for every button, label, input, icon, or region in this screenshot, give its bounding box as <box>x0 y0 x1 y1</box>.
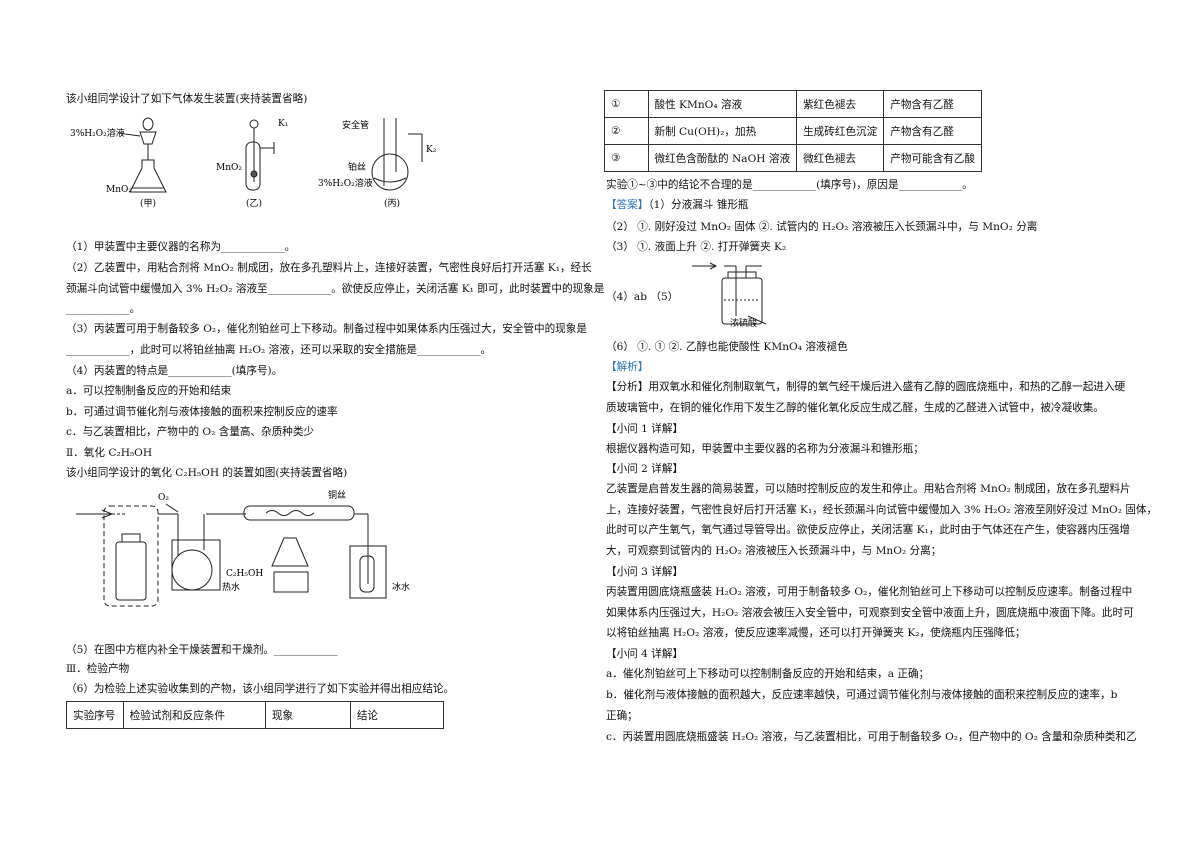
table-row: ② 新制 Cu(OH)₂，加热 生成砖红色沉淀 产物含有乙醛 <box>604 117 982 145</box>
analysis-line-1: 【分析】用双氧水和催化剂制取氧气，制得的氧气经干燥后进入盛有乙醇的圆底烧瓶中，和… <box>606 381 1126 393</box>
table-cell: 新制 Cu(OH)₂，加热 <box>647 117 798 145</box>
table-cell: 产物含有乙醛 <box>883 90 982 118</box>
table-cell: 产物可能含有乙酸 <box>883 144 982 172</box>
answer-1: （1）分液漏斗 锥形瓶 <box>648 199 749 211</box>
question-1: （1）甲装置中主要仪器的名称为____________。 <box>66 241 296 253</box>
label-bing: (丙) <box>384 198 400 209</box>
header-reagent: 检验试剂和反应条件 <box>122 701 266 729</box>
section-2-heading: Ⅱ．氧化 C₂H₅OH <box>66 447 153 459</box>
label-ice-water: 冰水 <box>392 581 410 593</box>
table-cell: 微红色含酚酞的 NaOH 溶液 <box>647 144 798 172</box>
label-jia: (甲) <box>140 198 156 209</box>
sub-2-line-4: 大，可观察到试管内的 H₂O₂ 溶液被压入长颈漏斗中，与 MnO₂ 分离； <box>606 545 942 557</box>
answer-1-line: 【答案】（1）分液漏斗 锥形瓶 <box>606 198 749 212</box>
apparatus-b <box>245 119 275 191</box>
sub-4-a: a．催化剂铂丝可上下移动可以控制制备反应的开始和结束，a 正确； <box>606 668 930 680</box>
intro-text: 该小组同学设计了如下气体发生装置(夹持装置省略) <box>66 93 308 105</box>
answer-3: （3） ①. 液面上升 ②. 打开弹簧夹 K₂ <box>606 241 787 253</box>
question-2-line-3: ____________。 <box>66 303 141 315</box>
section-2-intro: 该小组同学设计的氧化 C₂H₅OH 的装置如图(夹持装置省略) <box>66 467 348 479</box>
table-row: ③ 微红色含酚酞的 NaOH 溶液 微红色褪去 产物可能含有乙酸 <box>604 144 982 172</box>
label-ethanol: C₂H₅OH <box>226 569 263 579</box>
answer-4-5: （4）ab （5） <box>606 291 679 303</box>
question-3-line-1: （3）丙装置可用于制备较多 O₂，催化剂铂丝可上下移动。制备过程中如果体系内压强… <box>66 323 587 335</box>
table-cell: 紫红色褪去 <box>796 90 885 118</box>
label-h2o2-a: 3%H₂O₂溶液 <box>70 127 125 139</box>
answer-2: （2） ①. 刚好没过 MnO₂ 固体 ②. 试管内的 H₂O₂ 溶液被压入长颈… <box>606 221 1038 233</box>
label-pt-wire: 铂丝 <box>348 161 366 173</box>
result-table-body: ① 酸性 KMnO₄ 溶液 紫红色褪去 产物含有乙醛 ② 新制 Cu(OH)₂，… <box>604 90 982 172</box>
analysis-line-2: 质玻璃管中，在铜的催化作用下发生乙醇的催化氧化反应生成乙醛，生成的乙醛进入试管中… <box>606 402 1104 414</box>
sub-2-line-2: 上，连接好装置，气密性良好后打开活塞 K₁，经长颈漏斗向试管中缓慢加入 3% H… <box>606 504 1158 516</box>
option-b: b．可通过调节催化剂与液体接触的面积来控制反应的速率 <box>66 406 338 418</box>
sub-heading-4: 【小问 4 详解】 <box>606 648 684 660</box>
apparatus-c <box>371 118 423 191</box>
conc-sulfuric-label: 浓硫酸 <box>730 319 758 329</box>
sub-2-line-1: 乙装置是启普发生器的简易装置，可以随时控制反应的发生和停止。用粘合剂将 MnO₂… <box>606 483 1131 495</box>
label-safety-tube: 安全管 <box>342 119 369 131</box>
table-row: ① 酸性 KMnO₄ 溶液 紫红色褪去 产物含有乙醛 <box>604 90 982 118</box>
answer-tag: 【答案】 <box>606 199 649 211</box>
sub-2-line-3: 此时可以产生氧气，氧气通过导管导出。欲使反应停止，关闭活塞 K₁，此时由于气体还… <box>606 524 1131 536</box>
table-cell: ① <box>604 90 649 118</box>
question-4: （4）丙装置的特点是____________(填序号)。 <box>66 365 283 377</box>
sub-4-b-line-1: b．催化剂与液体接触的面积越大，反应速率越快，可通过调节催化剂与液体接触的面积来… <box>606 689 1118 701</box>
after-table-question: 实验①~③中的结论不合理的是____________(填序号)，原因是_____… <box>606 179 973 191</box>
wash-bottle-figure <box>692 262 767 325</box>
table-cell: 微红色褪去 <box>796 144 885 172</box>
label-yi: (乙) <box>246 198 262 209</box>
header-exp-no: 实验序号 <box>66 701 124 729</box>
header-phenomenon: 现象 <box>264 701 351 729</box>
question-2-line-2: 颈漏斗向试管中缓慢加入 3% H₂O₂ 溶液至____________。欲使反应… <box>66 283 605 295</box>
gas-generator-figure: 3%H₂O₂溶液 MnO₂ (甲) K₁ MnO₂ (乙) 安全管 K₂ 铂丝 … <box>70 117 437 209</box>
sub-heading-3: 【小问 3 详解】 <box>606 566 684 578</box>
sub-3-line-2: 如果体系内压强过大，H₂O₂ 溶液会被压入安全管中，可观察到安全管中液面上升，圆… <box>606 607 1134 619</box>
sub-3-line-1: 丙装置用圆底烧瓶盛装 H₂O₂ 溶液，可用于制备较多 O₂，催化剂铂丝可上下移动… <box>606 586 1133 598</box>
sub-3-line-3: 以将铂丝抽离 H₂O₂ 溶液，使反应速率减慢，还可以打开弹簧夹 K₂，使烧瓶内压… <box>606 627 1026 639</box>
header-conclusion: 结论 <box>349 701 445 729</box>
table-cell: 酸性 KMnO₄ 溶液 <box>647 90 798 118</box>
option-c: c．与乙装置相比，产物中的 O₂ 含量高、杂质种类少 <box>66 426 315 438</box>
section-3-heading: Ⅲ．检验产物 <box>66 663 130 675</box>
table-cell: ② <box>604 117 649 145</box>
label-k2: K₂ <box>426 145 437 155</box>
oxidation-apparatus-figure: O₂ 铜丝 C₂H₅OH 热水 冰水 <box>76 489 410 607</box>
result-table-header: 实验序号 检验试剂和反应条件 现象 结论 <box>66 701 445 729</box>
table-cell: 产物含有乙醛 <box>883 117 982 145</box>
label-o2: O₂ <box>158 493 169 503</box>
analysis-tag: 【解析】 <box>606 361 649 373</box>
option-a: a．可以控制制备反应的开始和结束 <box>66 385 232 397</box>
question-6: （6）为检验上述实验收集到的产物，该小组同学进行了如下实验并得出相应结论。 <box>66 683 455 695</box>
question-5: （5）在图中方框内补全干燥装置和干燥剂。____________ <box>66 644 338 656</box>
glass-tube <box>243 505 355 521</box>
question-3-line-2: ____________，此时可以将铂丝抽离 H₂O₂ 溶液，还可以采取的安全措… <box>66 344 492 356</box>
apparatus-a <box>129 117 167 193</box>
label-k1: K₁ <box>278 119 288 129</box>
label-mno2-a: MnO₂ <box>106 185 132 195</box>
empty-drying-box <box>103 505 159 607</box>
sub-heading-2: 【小问 2 详解】 <box>606 463 684 475</box>
sub-heading-1: 【小问 1 详解】 <box>606 423 684 435</box>
label-hot-water: 热水 <box>222 581 240 593</box>
label-h2o2-c: 3%H₂O₂溶液 <box>318 177 373 189</box>
sub-4-b-line-2: 正确； <box>606 710 638 722</box>
label-mno2-b: MnO₂ <box>216 163 242 173</box>
label-copper-wire: 铜丝 <box>328 489 346 501</box>
question-2-line-1: （2）乙装置中，用粘合剂将 MnO₂ 制成团，放在多孔塑料片上，连接好装置，气密… <box>66 262 592 274</box>
table-cell: 生成砖红色沉淀 <box>796 117 885 145</box>
sub-4-c: c．丙装置用圆底烧瓶盛装 H₂O₂ 溶液，与乙装置相比，可用于制备较多 O₂，但… <box>606 731 1137 743</box>
sub-1-text: 根据仪器构造可知，甲装置中主要仪器的名称为分液漏斗和锥形瓶； <box>606 443 924 455</box>
table-cell: ③ <box>604 144 649 172</box>
answer-6: （6） ①. ① ②. 乙醇也能使酸性 KMnO₄ 溶液褪色 <box>606 341 848 353</box>
